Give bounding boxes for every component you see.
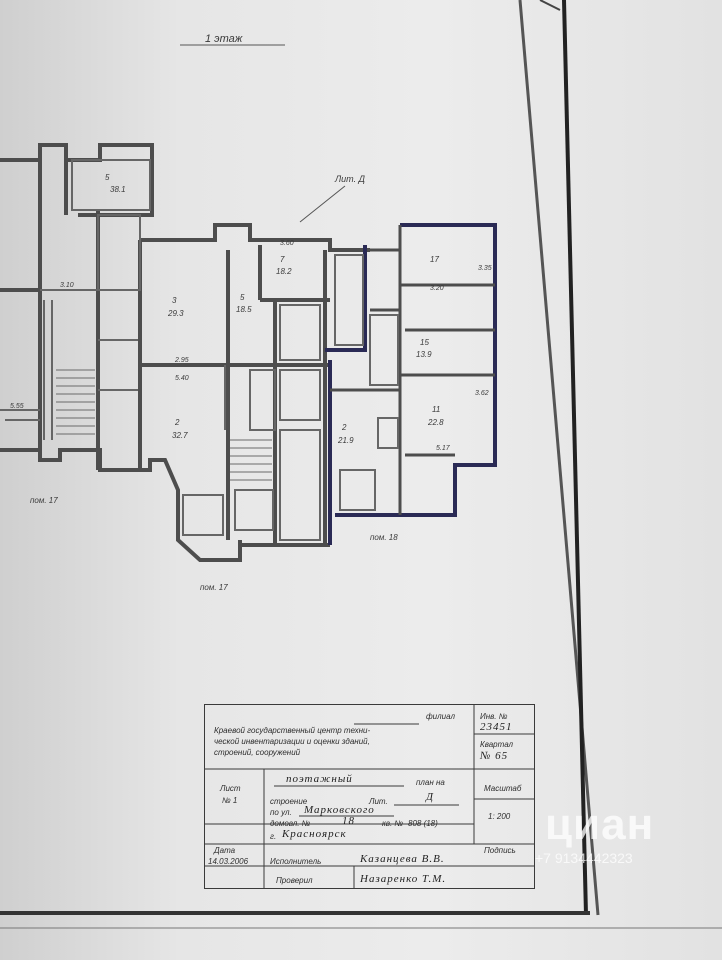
watermark: циан +7 9134442323	[525, 800, 675, 880]
room-area: 18.2	[276, 267, 292, 276]
room-area: 38.1	[110, 185, 126, 194]
city: Красноярск	[282, 828, 347, 840]
org-line-2: ческой инвентаризации и оценки зданий,	[214, 737, 370, 746]
watermark-brand: циан	[545, 800, 655, 849]
room-num: 5	[105, 173, 110, 182]
room-num: 5	[240, 293, 245, 302]
inv-label: Инв. №	[480, 712, 508, 721]
dimension-label: 3.20	[430, 285, 444, 292]
dimension-label: 2.95	[174, 357, 189, 364]
city-prefix: г.	[270, 832, 277, 841]
kvartal-value: № 65	[480, 750, 509, 762]
list-label: Лист	[220, 784, 241, 793]
org-line-3: строений, сооружений	[214, 748, 301, 757]
room-num: 2	[174, 418, 180, 427]
filial-label: филиал	[426, 712, 455, 721]
room-num: 17	[430, 255, 439, 264]
kvartal-label: Квартал	[480, 740, 514, 749]
floor-label: 1 этаж	[205, 33, 243, 45]
dimension-label: 3.62	[475, 390, 489, 397]
dom-label: домовл. №	[270, 819, 311, 828]
room-area: 18.5	[236, 305, 252, 314]
ul-label: по ул.	[270, 808, 292, 817]
pom-label: пом. 17	[30, 496, 58, 505]
room-num: 15	[420, 338, 429, 347]
masshtab-label: Масштаб	[484, 784, 522, 793]
room-num: 7	[280, 255, 285, 264]
stroenie-label: строение	[270, 797, 308, 806]
room-area: 22.8	[427, 418, 444, 427]
plan-label: план на	[416, 778, 445, 787]
room-area: 13.9	[416, 350, 432, 359]
lit-value: Д	[426, 791, 434, 803]
data-label: Дата	[214, 846, 236, 855]
podpis-label: Подпись	[484, 846, 516, 855]
org-line-1: Краевой государственный центр техни-	[214, 726, 371, 735]
lit-short: Лит.	[369, 797, 388, 806]
ispolnitel-name: Казанцева В.В.	[360, 853, 445, 865]
proveril-label: Проверил	[276, 876, 313, 885]
dimension-label: 5.55	[10, 403, 24, 410]
list-value: № 1	[222, 796, 238, 805]
room-num: 2	[341, 423, 347, 432]
dimension-label: 5.17	[436, 445, 451, 452]
masshtab-value: 1: 200	[488, 812, 511, 821]
room-num: 3	[172, 296, 177, 305]
proveril-name: Назаренко Т.М.	[360, 873, 447, 885]
kv-label: кв. №	[382, 819, 404, 828]
pom-label: пом. 18	[370, 533, 398, 542]
dimension-label: 3.10	[60, 282, 74, 289]
plan-type: поэтажный	[286, 773, 353, 785]
room-area: 32.7	[172, 431, 188, 440]
title-block-grid	[204, 704, 535, 889]
street: Марковского	[304, 804, 375, 816]
inv-value: 23451	[480, 721, 513, 733]
room-area: 29.3	[167, 309, 184, 318]
title-block: филиал Краевой государственный центр тех…	[204, 704, 537, 892]
lit-label: Лит. Д	[334, 174, 366, 184]
kv-value: 808 (18)	[408, 819, 438, 828]
dimension-label: 3.35	[478, 265, 492, 272]
date-value: 14.03.2006	[208, 857, 249, 866]
room-area: 21.9	[337, 436, 354, 445]
pom-label: пом. 17	[200, 583, 228, 592]
watermark-phone: +7 9134442323	[535, 850, 633, 866]
room-num: 11	[432, 405, 440, 414]
dimension-label: 5.40	[175, 375, 189, 382]
ispolnitel-label: Исполнитель	[270, 857, 322, 866]
dom-value: 18	[342, 815, 355, 827]
dimension-label: 3.60	[280, 240, 294, 247]
